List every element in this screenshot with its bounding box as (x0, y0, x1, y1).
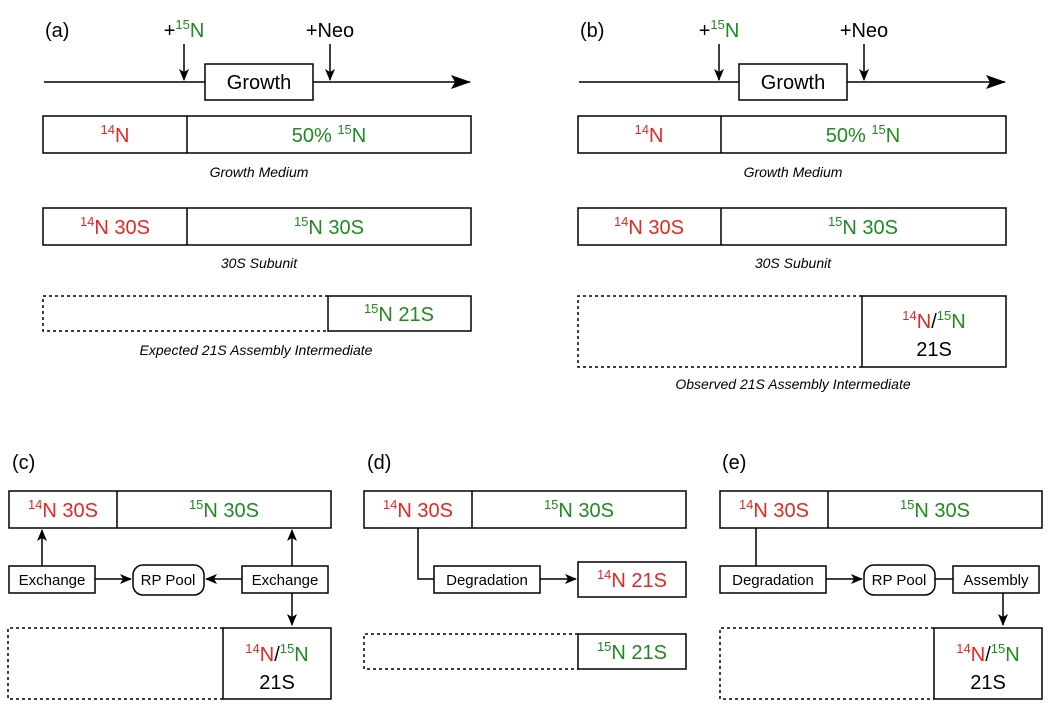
panel-d-intermediate-label: 15N 21S (597, 639, 667, 664)
panel-a-intermediate-dashed (42, 295, 328, 332)
panel-b-subunit-caption: 30S Subunit (755, 255, 832, 271)
panel-a-medium-bar (42, 115, 472, 154)
panel-b-subunit-bar (577, 207, 1007, 246)
panel-b: (b) Growth +15N +Neo 14N 50% 15N Growth … (577, 17, 1007, 392)
panel-a-growth-box (204, 63, 314, 101)
panel-c-exchange-left-label: Exchange (19, 572, 86, 589)
panel-a-medium-caption: Growth Medium (210, 164, 309, 180)
panel-d-degradation-label: Degradation (446, 572, 528, 589)
panel-c-exchange-right-box (241, 565, 329, 594)
panel-b-intermediate-caption: Observed 21S Assembly Intermediate (675, 376, 910, 392)
panel-c-intermediate-dashed (7, 627, 223, 700)
panel-d: (d) 14N 30S 15N 30S Degradation 14N 21S … (363, 452, 687, 670)
panel-e-subunit-n14: 14N 30S (739, 497, 809, 522)
panel-b-medium-n14: 14N (635, 122, 664, 147)
panel-d-degraded-box (577, 561, 687, 598)
panel-d-degraded-label: 14N 21S (597, 567, 667, 592)
panel-a-subunit-n14: 14N 30S (80, 214, 150, 239)
panel-c-pool-box (132, 564, 205, 596)
panel-b-add-neo-label: +Neo (840, 20, 888, 42)
panel-d-subunit-bar (363, 490, 687, 529)
panel-a: (a) Growth +15N +Neo 14N 50% 15N Growth … (42, 17, 472, 358)
panel-a-growth-label: Growth (227, 72, 291, 94)
panel-e-intermediate-isotopes: 14N/15N (956, 641, 1019, 666)
panel-d-intermediate-box (577, 633, 687, 670)
panel-a-intermediate-label: 15N 21S (364, 301, 434, 326)
panel-c-intermediate-isotopes: 14N/15N (245, 641, 308, 666)
panel-d-subunit-n15: 15N 30S (544, 497, 614, 522)
panel-b-intermediate-21s: 21S (916, 339, 952, 361)
panel-d-degradation-box (433, 565, 541, 594)
panel-b-medium-n15: 50% 15N (826, 122, 901, 147)
panel-b-medium-caption: Growth Medium (744, 164, 843, 180)
panel-a-subunit-n15: 15N 30S (294, 214, 364, 239)
panel-b-intermediate-box (861, 295, 1007, 368)
panel-c-intermediate-box (222, 627, 332, 700)
panel-b-growth-label: Growth (761, 72, 825, 94)
panel-b-medium-bar (577, 115, 1007, 154)
panel-c-subunit-n15: 15N 30S (189, 497, 259, 522)
panel-b-add-n15-label: +15N (699, 17, 740, 42)
panel-e-assembly-box (952, 565, 1040, 594)
panel-b-subunit-n15: 15N 30S (828, 214, 898, 239)
panel-e-assembly-label: Assembly (963, 572, 1029, 589)
panel-e-intermediate-dashed (719, 627, 934, 700)
panel-a-subunit-caption: 30S Subunit (221, 255, 298, 271)
panel-c-intermediate-21s: 21S (259, 672, 295, 694)
panel-a-intermediate-box (327, 295, 472, 332)
panel-e-label: (e) (722, 452, 746, 474)
panel-b-label: (b) (580, 20, 604, 42)
panel-b-growth-box (738, 63, 848, 101)
panel-d-label: (d) (367, 452, 391, 474)
panel-e-intermediate-21s: 21S (970, 672, 1006, 694)
panel-c-exchange-right-label: Exchange (252, 572, 319, 589)
panel-c-pool-label: RP Pool (141, 572, 196, 589)
panel-c: (c) 14N 30S 15N 30S Exchange RP Pool Exc… (7, 452, 332, 700)
panel-a-add-neo-label: +Neo (306, 20, 354, 42)
panel-b-subunit-n14: 14N 30S (614, 214, 684, 239)
panel-a-add-n15-label: +15N (164, 17, 205, 42)
panel-c-label: (c) (12, 452, 35, 474)
panel-e-pool-box (863, 564, 936, 596)
panel-d-connector (417, 528, 434, 580)
panel-a-label: (a) (45, 20, 69, 42)
panel-a-medium-n15: 50% 15N (292, 122, 367, 147)
panel-e: (e) 14N 30S 15N 30S Degradation RP Pool … (719, 452, 1043, 700)
panel-c-subunit-n14: 14N 30S (28, 497, 98, 522)
panel-b-intermediate-isotopes: 14N/15N (902, 308, 965, 333)
panel-e-subunit-n15: 15N 30S (900, 497, 970, 522)
panel-c-subunit-bar (8, 490, 332, 529)
panel-b-intermediate-dashed (577, 295, 862, 368)
panel-a-medium-n14: 14N (101, 122, 130, 147)
panel-c-exchange-left-box (8, 565, 96, 594)
panel-a-intermediate-caption: Expected 21S Assembly Intermediate (140, 342, 373, 358)
panel-e-subunit-bar (719, 490, 1043, 529)
panel-a-subunit-bar (42, 207, 472, 246)
panel-e-intermediate-box (933, 627, 1043, 700)
panel-d-intermediate-dashed (363, 633, 578, 670)
panel-e-pool-label: RP Pool (872, 572, 927, 589)
panel-d-subunit-n14: 14N 30S (383, 497, 453, 522)
panel-e-degradation-label: Degradation (732, 572, 814, 589)
